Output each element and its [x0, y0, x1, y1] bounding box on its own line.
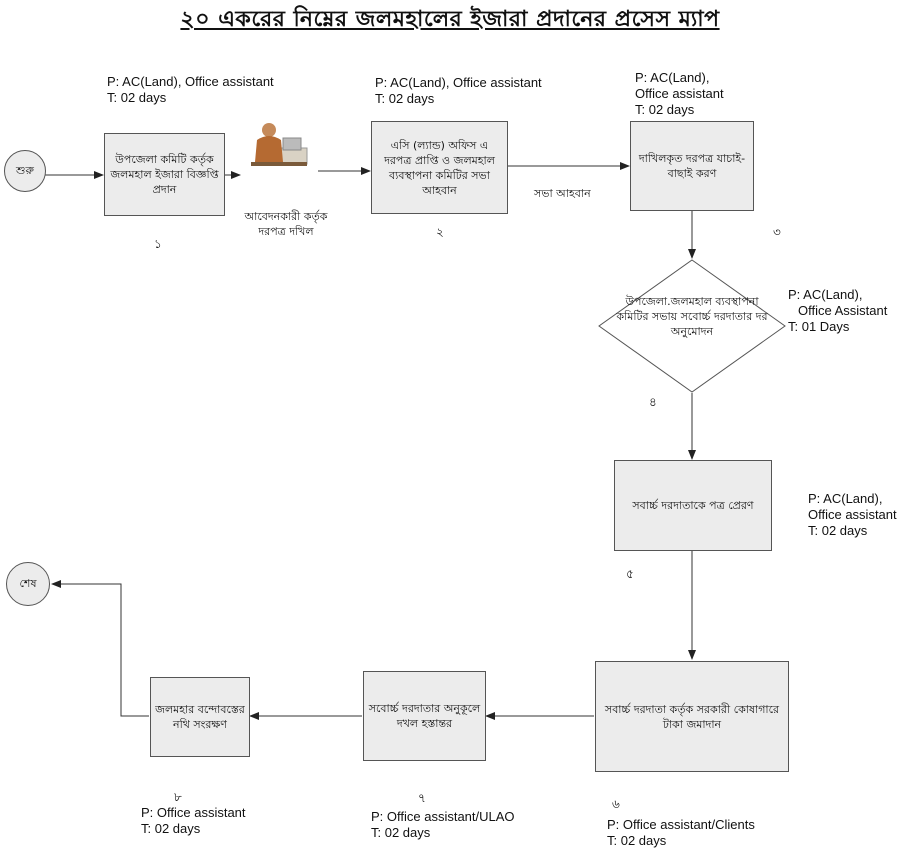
start-label: শুরু: [16, 163, 34, 177]
applicant-label: আবেদনকারী কর্তৃক দরপত্র দখিল: [244, 210, 328, 238]
step-8-time: T: 02 days: [141, 821, 201, 836]
step-3-number: ৩: [773, 225, 781, 239]
step-6-time: T: 02 days: [607, 833, 667, 848]
step-8-text: জলমহার বন্দোবস্তের নথি সংরক্ষণ: [155, 703, 245, 731]
step-8-person: P: Office assistant: [141, 805, 246, 820]
step-5-text: সবার্চ্চ দরদাতাকে পত্র প্রেরণ: [632, 499, 754, 512]
step-7-person: P: Office assistant/ULAO: [371, 809, 515, 824]
step-8-number: ৮: [174, 790, 182, 804]
step-3-time: T: 02 days: [635, 102, 695, 117]
step-4-number: ৪: [649, 395, 657, 409]
step-2-person: P: AC(Land), Office assistant: [375, 75, 542, 90]
step-2-number: ২: [436, 225, 444, 239]
step-6-box: সবার্চ্চ দরদাতা কর্তৃক সরকারী কোষাগারে ট…: [595, 661, 789, 772]
step-5-box: সবার্চ্চ দরদাতাকে পত্র প্রেরণ: [614, 460, 772, 551]
step-4-person: P: AC(Land),: [788, 287, 863, 302]
step-6-person: P: Office assistant/Clients: [607, 817, 755, 832]
step-5-number: ৫: [626, 567, 634, 581]
step-5-person-role: Office assistant: [808, 507, 897, 522]
meeting-label: সভা আহবান: [534, 187, 591, 200]
step-2-text: এসি (ল্যান্ড) অফিস এ দরপত্র প্রাপ্তি ও জ…: [384, 138, 495, 197]
step-3-person: P: AC(Land),: [635, 70, 710, 85]
step-1-number: ১: [154, 237, 162, 251]
step-1-time: T: 02 days: [107, 90, 167, 105]
decision-diamond: [598, 259, 786, 393]
step-6-number: ৬: [612, 797, 620, 811]
step-5-person: P: AC(Land),: [808, 491, 883, 506]
step-1-person: P: AC(Land), Office assistant: [107, 74, 274, 89]
applicant-person-icon: [251, 123, 308, 166]
step-2-time: T: 02 days: [375, 91, 435, 106]
start-node: শুরু: [4, 150, 46, 192]
step-7-time: T: 02 days: [371, 825, 431, 840]
step-3-text: দাখিলকৃত দরপত্র যাচাই-বাছাই করণ: [638, 152, 746, 180]
page-title: ২০ একরের নিম্নের জলমহালের ইজারা প্রদানের…: [180, 7, 720, 32]
step-1-text: উপজেলা কমিটি কর্তৃক জলমহাল ইজারা বিজ্ঞপ্…: [110, 153, 219, 196]
step-4-text: উপজেলা.জলমহাল ব্যবস্থাপনা কমিটির সভায় স…: [616, 295, 768, 338]
step-7-box: সবোর্চ্চ দরদাতার অনুকূলে দখল হস্তান্তর: [363, 671, 486, 761]
step-4-person-role: Office Assistant: [798, 303, 888, 318]
step-1-box: উপজেলা কমিটি কর্তৃক জলমহাল ইজারা বিজ্ঞপ্…: [104, 133, 225, 216]
step-5-time: T: 02 days: [808, 523, 868, 538]
step-3-person-role: Office assistant: [635, 86, 724, 101]
step-6-text: সবার্চ্চ দরদাতা কর্তৃক সরকারী কোষাগারে ট…: [604, 702, 780, 731]
end-label: শেষ: [19, 576, 37, 590]
end-node: শেষ: [6, 562, 50, 606]
step-3-box: দাখিলকৃত দরপত্র যাচাই-বাছাই করণ: [630, 121, 754, 211]
step-8-box: জলমহার বন্দোবস্তের নথি সংরক্ষণ: [150, 677, 250, 757]
step-7-number: ৭: [418, 791, 426, 805]
step-7-text: সবোর্চ্চ দরদাতার অনুকূলে দখল হস্তান্তর: [368, 702, 481, 730]
step-4-time: T: 01 Days: [788, 319, 850, 334]
step-2-box: এসি (ল্যান্ড) অফিস এ দরপত্র প্রাপ্তি ও জ…: [371, 121, 508, 214]
